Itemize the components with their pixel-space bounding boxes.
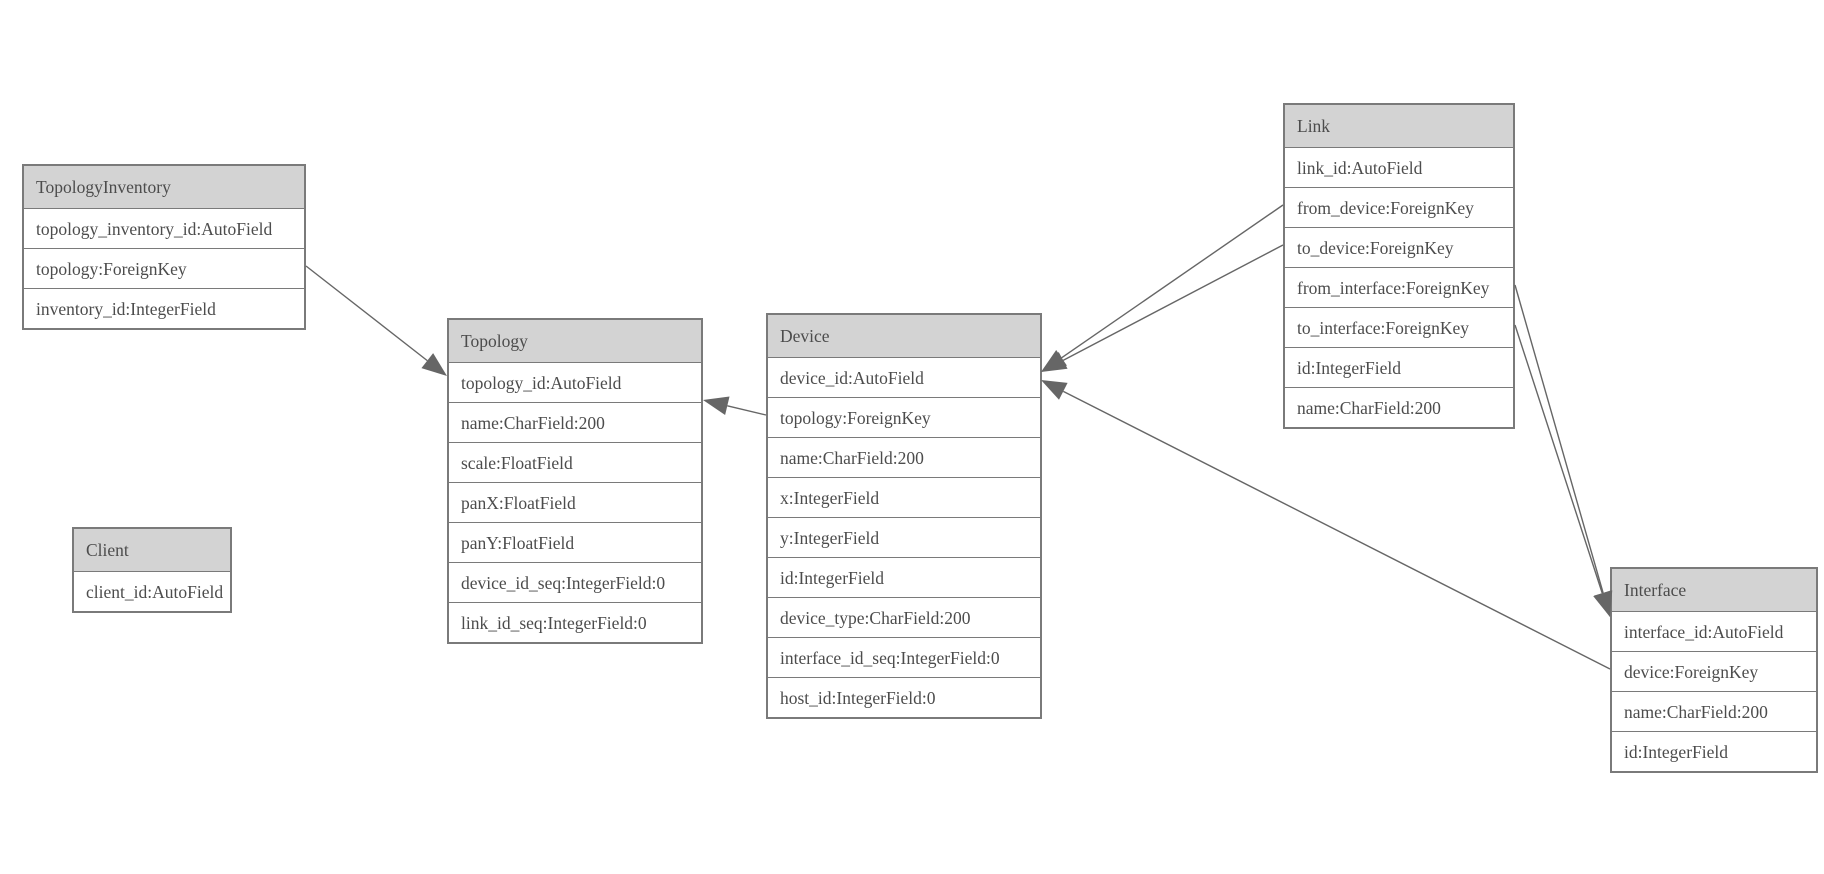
table-row: topology_id:AutoField	[449, 362, 701, 402]
table-title: Device	[768, 315, 1040, 357]
edge-link-from-device-to-device-device-id-arrowhead-icon	[1041, 349, 1067, 372]
table-row: topology:ForeignKey	[768, 397, 1040, 437]
table-row: from_interface:ForeignKey	[1285, 267, 1513, 307]
table-row: panY:FloatField	[449, 522, 701, 562]
table-row: topology:ForeignKey	[24, 248, 304, 288]
edge-link-to-device-to-device-device-id	[1062, 244, 1284, 362]
table-row: client_id:AutoField	[74, 571, 230, 611]
table-title: Topology	[449, 320, 701, 362]
edge-link-to-device-to-device-device-id-arrowhead-icon	[1041, 351, 1068, 372]
table-row: name:CharField:200	[449, 402, 701, 442]
table-row: device_type:CharField:200	[768, 597, 1040, 637]
table-row: link_id:AutoField	[1285, 147, 1513, 187]
table-row: panX:FloatField	[449, 482, 701, 522]
edge-interface-device-to-device-device-id-arrowhead-icon	[1041, 380, 1068, 400]
table-row: id:IntegerField	[1612, 731, 1816, 771]
table-row: topology_inventory_id:AutoField	[24, 208, 304, 248]
table-row: interface_id_seq:IntegerField:0	[768, 637, 1040, 677]
table-row: from_device:ForeignKey	[1285, 187, 1513, 227]
table-row: id:IntegerField	[768, 557, 1040, 597]
table-row: name:CharField:200	[1285, 387, 1513, 427]
table-title: Interface	[1612, 569, 1816, 611]
edge-topologyinventory-topology-to-topology-topology-id-arrowhead-icon	[421, 353, 447, 376]
edge-interface-device-to-device-device-id	[1062, 390, 1611, 670]
table-row: id:IntegerField	[1285, 347, 1513, 387]
table-row: device_id:AutoField	[768, 357, 1040, 397]
table-row: name:CharField:200	[1612, 691, 1816, 731]
table-row: to_device:ForeignKey	[1285, 227, 1513, 267]
table-row: host_id:IntegerField:0	[768, 677, 1040, 717]
edge-link-from-interface-to-interface-interface-id	[1514, 284, 1604, 594]
edge-device-topology-to-topology-topology-id	[727, 405, 767, 416]
edge-link-to-interface-to-interface-interface-id-arrowhead-icon	[1593, 590, 1612, 617]
edge-topologyinventory-topology-to-topology-topology-id	[305, 265, 428, 362]
edge-link-from-device-to-device-device-id	[1061, 204, 1284, 359]
table-row: x:IntegerField	[768, 477, 1040, 517]
table-row: link_id_seq:IntegerField:0	[449, 602, 701, 642]
table-row: interface_id:AutoField	[1612, 611, 1816, 651]
edge-link-to-interface-to-interface-interface-id	[1514, 324, 1603, 594]
table-row: inventory_id:IntegerField	[24, 288, 304, 328]
edge-device-topology-to-topology-topology-id-arrowhead-icon	[703, 396, 730, 416]
table-row: device_id_seq:IntegerField:0	[449, 562, 701, 602]
table-title: Client	[74, 529, 230, 571]
table-title: TopologyInventory	[24, 166, 304, 208]
table-row: scale:FloatField	[449, 442, 701, 482]
table-row: y:IntegerField	[768, 517, 1040, 557]
table-row: device:ForeignKey	[1612, 651, 1816, 691]
table-row: name:CharField:200	[768, 437, 1040, 477]
table-row: to_interface:ForeignKey	[1285, 307, 1513, 347]
table-title: Link	[1285, 105, 1513, 147]
